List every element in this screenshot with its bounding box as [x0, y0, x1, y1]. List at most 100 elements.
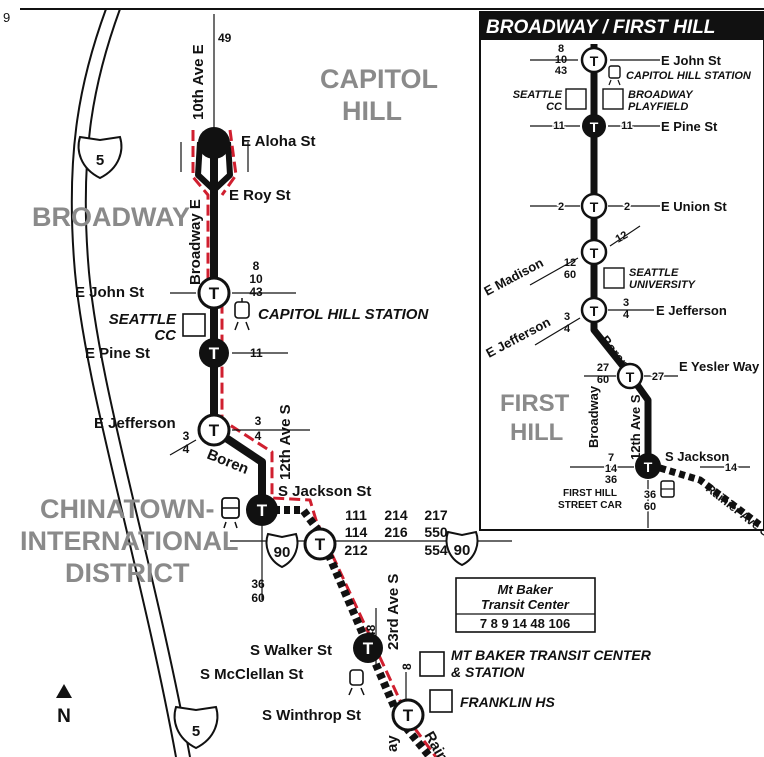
routes-e-john: 8 10 43: [249, 259, 263, 299]
i5-freeway: [70, 8, 191, 757]
stop-s-walker[interactable]: T: [353, 633, 383, 663]
inset-street-jefferson-right: E Jefferson: [656, 303, 727, 318]
inset-route-pine-right: 11: [621, 120, 633, 132]
street-s-mcclellan: S McClellan St: [200, 666, 303, 683]
svg-text:SEATTLE: SEATTLE: [513, 89, 563, 101]
i90-shield-left: 90: [265, 532, 299, 569]
svg-text:CHINATOWN-: CHINATOWN-: [40, 494, 214, 524]
street-e-aloha: E Aloha St: [241, 133, 315, 150]
svg-text:MT BAKER TRANSIT CENTER: MT BAKER TRANSIT CENTER: [451, 647, 652, 663]
svg-text:214: 214: [384, 507, 408, 523]
franklin-hs-marker: [429, 689, 453, 713]
inset-street-broadway: Broadway: [586, 385, 601, 448]
inset-routes-jackson-down: 36 60: [642, 488, 657, 515]
svg-text:CC: CC: [154, 327, 177, 344]
svg-text:8: 8: [253, 259, 260, 273]
svg-text:4: 4: [564, 323, 571, 335]
inset-capitol-hill-station: CAPITOL HILL STATION: [626, 70, 752, 82]
aloha-terminus: [198, 127, 230, 159]
stop-i90[interactable]: T: [303, 527, 337, 561]
north-arrow-icon: N: [56, 684, 72, 727]
svg-text:T: T: [315, 535, 326, 554]
routes-i90: 111 214 217 114 216 550 212 554: [344, 507, 448, 558]
svg-text:3: 3: [183, 429, 190, 443]
svg-text:CAPITOL: CAPITOL: [320, 64, 438, 94]
neighborhood-chinatown: CHINATOWN- INTERNATIONAL DISTRICT: [20, 494, 238, 588]
svg-text:SEATTLE: SEATTLE: [109, 311, 177, 328]
svg-text:90: 90: [274, 544, 291, 561]
svg-text:T: T: [209, 421, 220, 440]
inset-routes-john: 8 10 43: [555, 43, 567, 77]
inset-streetcar-label: FIRST HILL STREET CAR: [558, 488, 623, 511]
svg-text:DISTRICT: DISTRICT: [65, 558, 190, 588]
svg-text:INTERNATIONAL: INTERNATIONAL: [20, 526, 238, 556]
svg-text:27: 27: [597, 362, 609, 374]
neighborhood-broadway: BROADWAY: [32, 202, 190, 232]
i90-shield-right: 90: [445, 530, 479, 567]
svg-text:T: T: [403, 706, 414, 725]
street-10th-ave-e: 10th Ave E: [190, 44, 207, 120]
i5-shield-top: 5: [77, 135, 123, 180]
routes-e-jefferson-left: 3 4: [183, 429, 190, 456]
inset-stop-john: T: [590, 53, 599, 69]
inset-stop-pine: T: [590, 119, 599, 135]
svg-text:T: T: [209, 344, 220, 363]
inset-stop-yesler: T: [626, 369, 635, 385]
street-23rd-ave-s: 23rd Ave S: [385, 574, 402, 650]
inset-routes-jackson-left: 7 14 36: [603, 452, 619, 486]
inset-title: BROADWAY / FIRST HILL: [486, 17, 715, 38]
inset-routes-yesler-left: 27 60: [597, 362, 609, 386]
svg-text:43: 43: [555, 65, 567, 77]
svg-text:HILL: HILL: [510, 419, 563, 446]
svg-text:14: 14: [605, 463, 618, 475]
svg-text:UNIVERSITY: UNIVERSITY: [629, 279, 697, 291]
stop-s-winthrop[interactable]: T: [391, 698, 425, 732]
stop-e-jefferson[interactable]: T: [169, 413, 310, 456]
svg-text:12: 12: [564, 257, 576, 269]
inset-route-yesler-right: 27: [652, 371, 664, 383]
svg-text:60: 60: [597, 374, 609, 386]
inset-title-bar: [480, 12, 764, 40]
stop-e-pine[interactable]: T: [199, 338, 288, 368]
inset-street-jackson: S Jackson: [665, 449, 729, 464]
svg-text:60: 60: [644, 501, 656, 513]
route-11-label: 11: [250, 346, 263, 360]
svg-text:T: T: [209, 284, 220, 303]
inset-stop-jackson: T: [644, 459, 653, 475]
inset-seattle-university: SEATTLE UNIVERSITY: [629, 267, 697, 291]
inset-route-jackson-right: 14: [725, 462, 738, 474]
svg-text:111: 111: [345, 507, 367, 523]
svg-text:36: 36: [605, 474, 617, 486]
routes-jackson-south: 36 60: [251, 577, 265, 605]
stop-e-john[interactable]: T: [170, 276, 296, 310]
svg-text:10: 10: [249, 272, 263, 286]
svg-text:3: 3: [623, 297, 629, 309]
inset-route-madison-up: 12: [614, 229, 631, 246]
svg-text:SEATTLE: SEATTLE: [629, 267, 679, 279]
svg-text:36: 36: [644, 489, 656, 501]
place-franklin-hs: FRANKLIN HS: [460, 694, 556, 710]
svg-text:PLAYFIELD: PLAYFIELD: [628, 101, 688, 113]
svg-text:216: 216: [384, 524, 408, 540]
svg-text:N: N: [57, 706, 71, 727]
inset-street-union: E Union St: [661, 199, 727, 214]
inset-route-union-left: 2: [558, 201, 564, 213]
inset-street-yesler: E Yesler Way: [679, 359, 760, 374]
svg-text:90: 90: [454, 542, 471, 559]
street-s-walker: S Walker St: [250, 642, 332, 659]
i5-shield-top-number: 5: [96, 152, 104, 169]
svg-text:4: 4: [183, 442, 190, 456]
svg-text:217: 217: [424, 507, 448, 523]
inset-routes-jefferson-left: 3 4: [564, 311, 571, 335]
svg-text:CC: CC: [546, 101, 563, 113]
page-number: 9: [3, 10, 10, 25]
route-8-label: 8: [400, 663, 414, 670]
svg-text:8: 8: [558, 43, 564, 55]
svg-text:114: 114: [345, 524, 368, 540]
place-seattle-cc: SEATTLE CC: [109, 311, 177, 344]
inset-stop-jefferson: T: [590, 303, 599, 319]
street-12th-ave-s: 12th Ave S: [277, 404, 294, 480]
inset-routes-jefferson-right: 3 4: [623, 297, 630, 321]
inset-route-union-right: 2: [624, 201, 630, 213]
